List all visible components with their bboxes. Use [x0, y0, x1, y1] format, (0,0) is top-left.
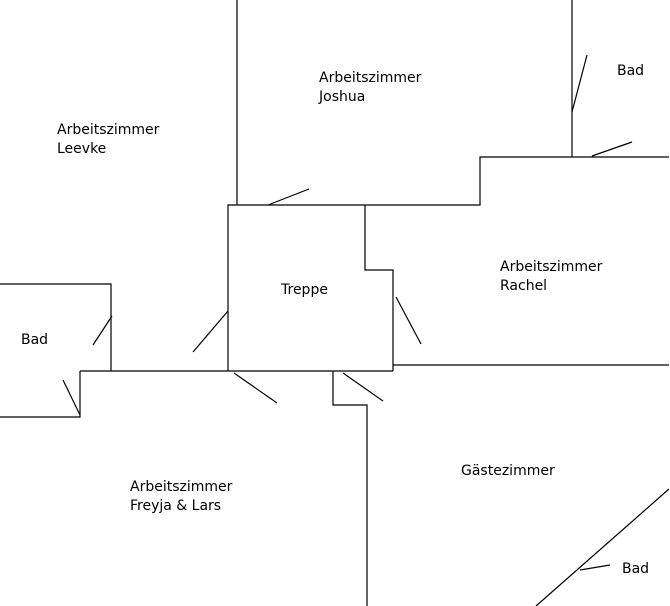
label-line: Bad — [21, 332, 49, 348]
door-lines — [62, 54, 633, 571]
room-label-treppe: Treppe — [281, 281, 328, 300]
label-line: Bad — [622, 561, 650, 577]
room-label-bad-top-right: Bad — [617, 62, 644, 81]
label-line: Leevke — [57, 141, 107, 157]
room-label-bad-left: Bad — [21, 331, 48, 350]
label-line: Bad — [617, 63, 645, 79]
label-line: Arbeitszimmer — [319, 70, 422, 86]
room-label-gaestezimmer: Gästezimmer — [461, 462, 555, 481]
label-line: Freyja & Lars — [130, 498, 222, 514]
label-line: Arbeitszimmer — [130, 479, 233, 495]
label-line: Gästezimmer — [461, 463, 555, 479]
label-line: Treppe — [281, 282, 328, 298]
label-line: Arbeitszimmer — [500, 259, 603, 275]
label-line: Arbeitszimmer — [57, 122, 160, 138]
label-line: Rachel — [500, 278, 548, 294]
label-line: Joshua — [319, 89, 366, 105]
room-label-bad-bottom-right: Bad — [622, 560, 649, 579]
